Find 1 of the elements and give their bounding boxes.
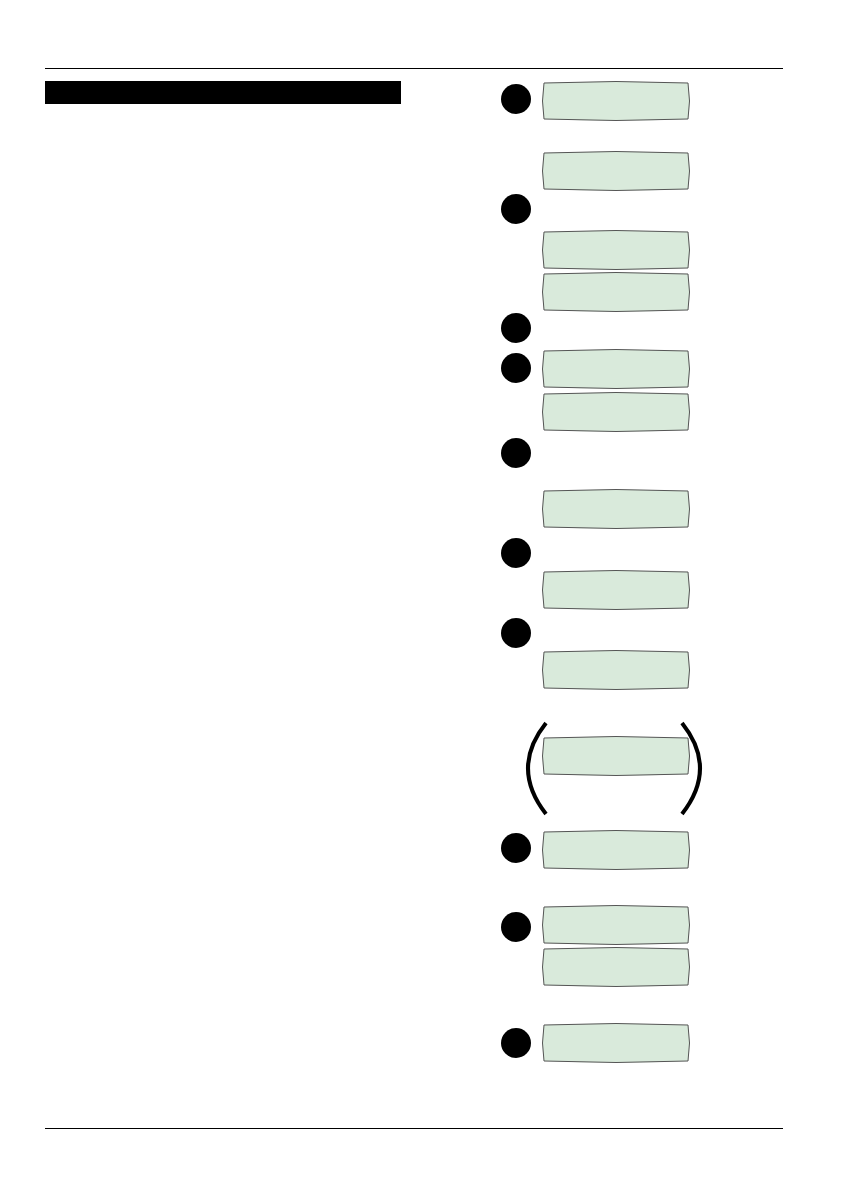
heading-bar [45, 81, 401, 104]
